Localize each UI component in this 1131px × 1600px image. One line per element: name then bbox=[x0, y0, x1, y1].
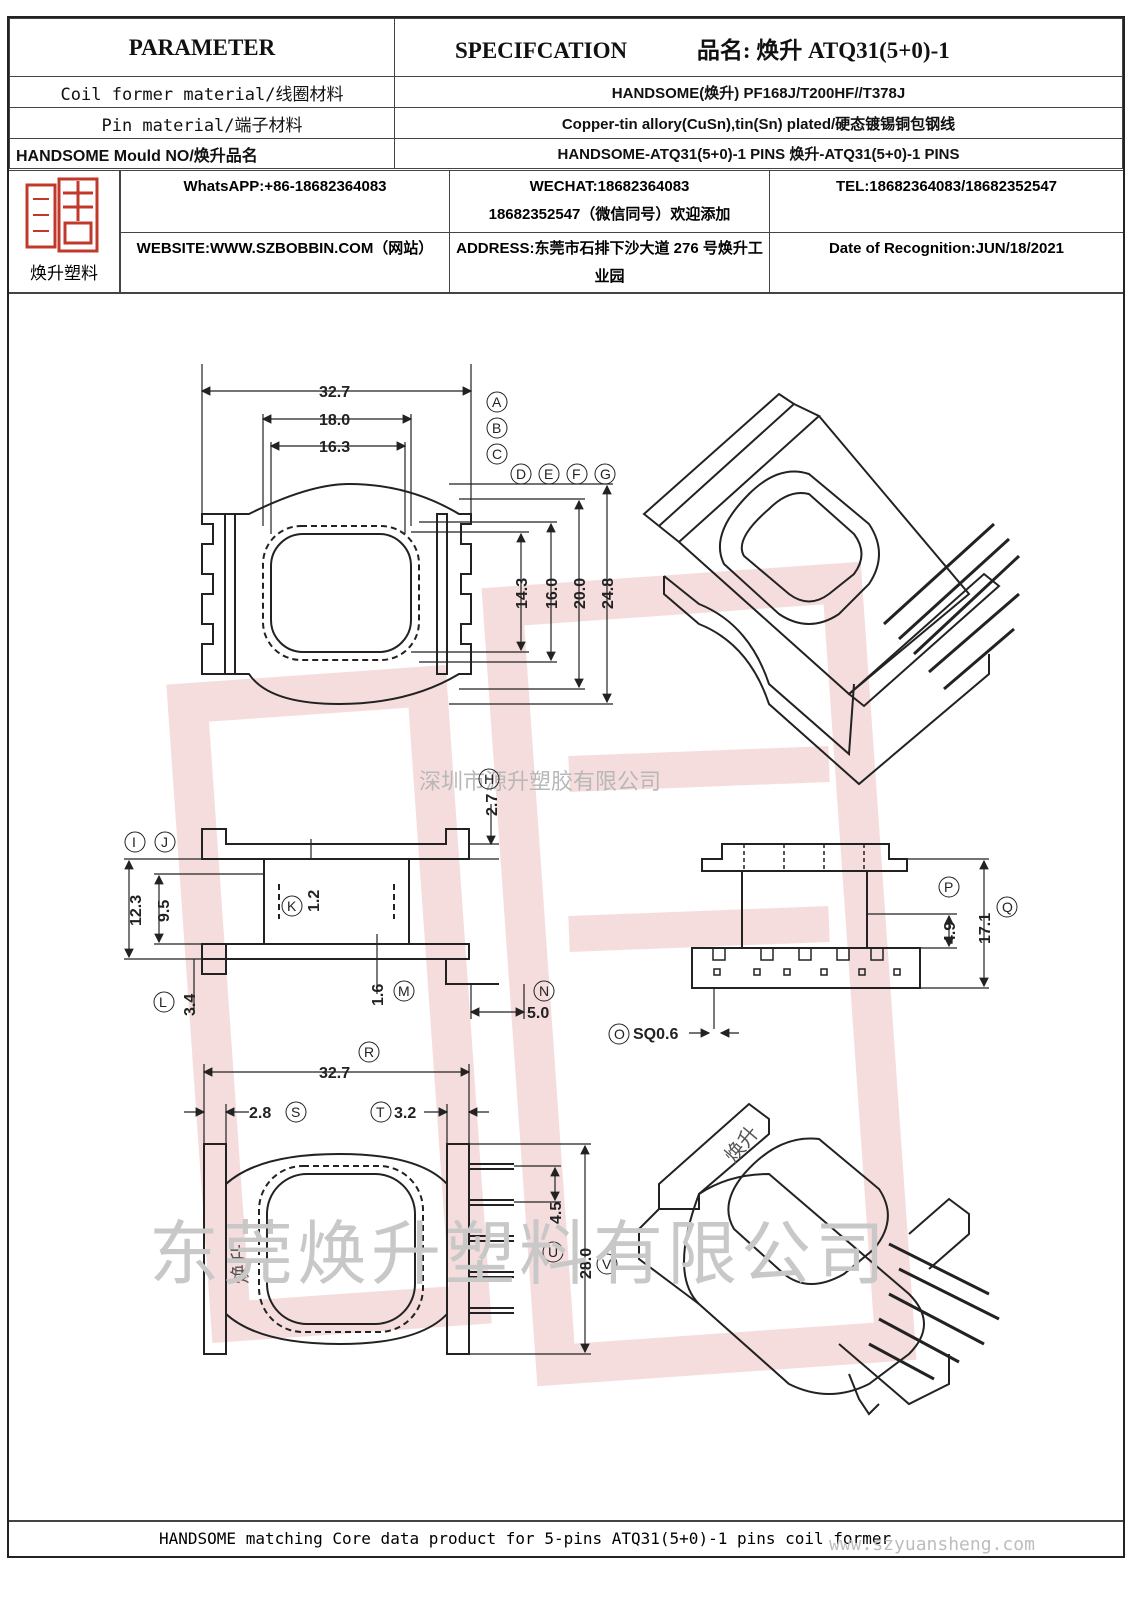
specification-label: SPECIFCATION bbox=[455, 37, 628, 63]
dim-bottom-3-2: 3.2 bbox=[394, 1105, 416, 1122]
dim-top-h2: 16.0 bbox=[544, 578, 561, 609]
technical-drawing: 32.7 18.0 16.3 14.3 16.0 20.0 24.8 A B C… bbox=[9, 294, 1123, 1496]
callout-r: R bbox=[364, 1044, 374, 1060]
date-text: Date of Recognition:JUN/18/2021 bbox=[828, 240, 1065, 257]
side-view-dims bbox=[124, 804, 526, 1019]
callout-o: O bbox=[614, 1026, 625, 1042]
dim-top-h1: 14.3 bbox=[514, 578, 531, 609]
callout-d: D bbox=[516, 466, 526, 482]
spec-table: PARAMETER SPECIFCATION 品名: 焕升 ATQ31(5+0)… bbox=[9, 18, 1123, 169]
callout-s: S bbox=[291, 1104, 300, 1120]
bottom-view bbox=[203, 1143, 514, 1355]
watermark-large: 东莞焕升塑料有限公司 bbox=[149, 1213, 889, 1295]
end-callouts: P Q O bbox=[608, 876, 1018, 1045]
wechat-line1: WECHAT:18682364083 bbox=[529, 178, 690, 195]
spec-coil-material: HANDSOME(焕升) PF168J/T200HF//T378J bbox=[394, 76, 1123, 108]
dim-bottom-28-0: 28.0 bbox=[578, 1248, 595, 1279]
dim-end-17-1: 17.1 bbox=[977, 913, 994, 944]
website-cell: WEBSITE:WWW.SZBOBBIN.COM（网站） bbox=[119, 233, 449, 293]
callout-q: Q bbox=[1002, 899, 1013, 915]
logo-mark-icon bbox=[25, 177, 99, 253]
dim-top-h3: 20.0 bbox=[572, 578, 589, 609]
dim-side-12-3: 12.3 bbox=[128, 895, 145, 926]
tel-text: TEL:18682364083/18682352547 bbox=[835, 178, 1058, 195]
address-text: ADDRESS:东莞市石排下沙大道 276 号焕升工业园 bbox=[456, 240, 763, 285]
whatsapp-cell: WhatsAPP:+86-18682364083 bbox=[119, 171, 449, 233]
top-view bbox=[201, 482, 472, 706]
dim-end-4-9: 4.9 bbox=[942, 922, 959, 944]
callout-k: K bbox=[287, 898, 297, 914]
side-view bbox=[201, 828, 499, 985]
callout-l: L bbox=[159, 994, 167, 1010]
dim-top-inner2: 16.3 bbox=[319, 439, 350, 456]
website-text[interactable]: WEBSITE:WWW.SZBOBBIN.COM（网站） bbox=[136, 240, 434, 257]
parameter-header: PARAMETER bbox=[9, 18, 395, 77]
dim-side-3-4: 3.4 bbox=[182, 994, 199, 1016]
dim-side-1-2: 1.2 bbox=[306, 890, 323, 912]
side-callouts: H I J K L M N bbox=[124, 768, 555, 1013]
spec-sheet: PARAMETER SPECIFCATION 品名: 焕升 ATQ31(5+0)… bbox=[7, 16, 1125, 1558]
logo-caption: 焕升塑料 bbox=[30, 264, 98, 284]
callout-p: P bbox=[944, 879, 953, 895]
param-pin-material: Pin material/端子材料 bbox=[9, 107, 395, 139]
bottom-view-mark: 焕升 bbox=[228, 1244, 252, 1284]
callout-g: G bbox=[600, 466, 611, 482]
top-callouts: A B C D E F G bbox=[486, 391, 616, 485]
bottom-callouts: R S T U V bbox=[285, 1041, 618, 1275]
company-logo: 焕升塑料 bbox=[9, 171, 119, 293]
callout-e: E bbox=[544, 466, 553, 482]
dim-top-width: 32.7 bbox=[319, 384, 350, 401]
footer: HANDSOME matching Core data product for … bbox=[9, 1520, 1123, 1556]
callout-t: T bbox=[376, 1104, 385, 1120]
callout-h: H bbox=[484, 771, 494, 787]
dim-top-inner1: 18.0 bbox=[319, 412, 350, 429]
callout-u: U bbox=[548, 1244, 558, 1260]
specification-header: SPECIFCATION 品名: 焕升 ATQ31(5+0)-1 bbox=[394, 18, 1123, 77]
callout-c: C bbox=[492, 446, 502, 462]
param-mould-no: HANDSOME Mould NO/焕升品名 bbox=[9, 138, 395, 169]
dim-end-sq: SQ0.6 bbox=[633, 1026, 678, 1043]
bottom-view-dims bbox=[184, 1064, 591, 1355]
whatsapp-text: WhatsAPP:+86-18682364083 bbox=[183, 178, 387, 195]
top-view-dims bbox=[200, 364, 613, 705]
callout-f: F bbox=[572, 466, 581, 482]
dim-side-5-0: 5.0 bbox=[527, 1005, 549, 1022]
dim-bottom-width: 32.7 bbox=[319, 1065, 350, 1082]
spec-pin-material: Copper-tin allory(CuSn),tin(Sn) plated/硬… bbox=[394, 107, 1123, 139]
callout-v: V bbox=[602, 1256, 612, 1272]
iso-view-bottom bbox=[638, 1102, 1000, 1416]
dim-bottom-2-8: 2.8 bbox=[249, 1105, 271, 1122]
wechat-cell: WECHAT:18682364083 18682352547（微信同号）欢迎添加 bbox=[449, 171, 769, 233]
callout-a: A bbox=[492, 394, 502, 410]
watermark-center: 深圳市源升塑胶有限公司 bbox=[419, 770, 661, 795]
param-coil-material: Coil former material/线圈材料 bbox=[9, 76, 395, 108]
dim-top-h4: 24.8 bbox=[600, 578, 617, 609]
background-logo-watermark bbox=[166, 561, 917, 1387]
end-view bbox=[691, 843, 921, 1029]
wechat-line2: 18682352547（微信同号）欢迎添加 bbox=[488, 206, 731, 223]
callout-n: N bbox=[539, 983, 549, 999]
callout-j: J bbox=[161, 834, 168, 850]
dim-bottom-4-5: 4.5 bbox=[548, 1202, 565, 1224]
drawing-canvas: 32.7 18.0 16.3 14.3 16.0 20.0 24.8 A B C… bbox=[124, 364, 1021, 1416]
product-name: 品名: 焕升 ATQ31(5+0)-1 bbox=[696, 37, 950, 63]
tel-cell: TEL:18682364083/18682352547 bbox=[769, 171, 1123, 233]
dim-side-1-6: 1.6 bbox=[370, 984, 387, 1006]
dim-side-2-7: 2.7 bbox=[484, 794, 501, 816]
footer-text: HANDSOME matching Core data product for … bbox=[159, 1529, 892, 1548]
dim-side-9-5: 9.5 bbox=[156, 900, 173, 922]
callout-i: I bbox=[132, 834, 136, 850]
iso-view-top bbox=[642, 392, 1021, 786]
date-cell: Date of Recognition:JUN/18/2021 bbox=[769, 233, 1123, 293]
spec-mould-no: HANDSOME-ATQ31(5+0)-1 PINS 焕升-ATQ31(5+0)… bbox=[394, 138, 1123, 169]
callout-m: M bbox=[398, 983, 410, 999]
address-cell: ADDRESS:东莞市石排下沙大道 276 号焕升工业园 bbox=[449, 233, 769, 293]
end-view-dims bbox=[689, 858, 989, 1038]
contact-block: 焕升塑料 WhatsAPP:+86-18682364083 WECHAT:186… bbox=[9, 170, 1123, 294]
callout-b: B bbox=[492, 420, 501, 436]
footer-url[interactable]: www.szyuansheng.com bbox=[829, 1534, 1035, 1555]
